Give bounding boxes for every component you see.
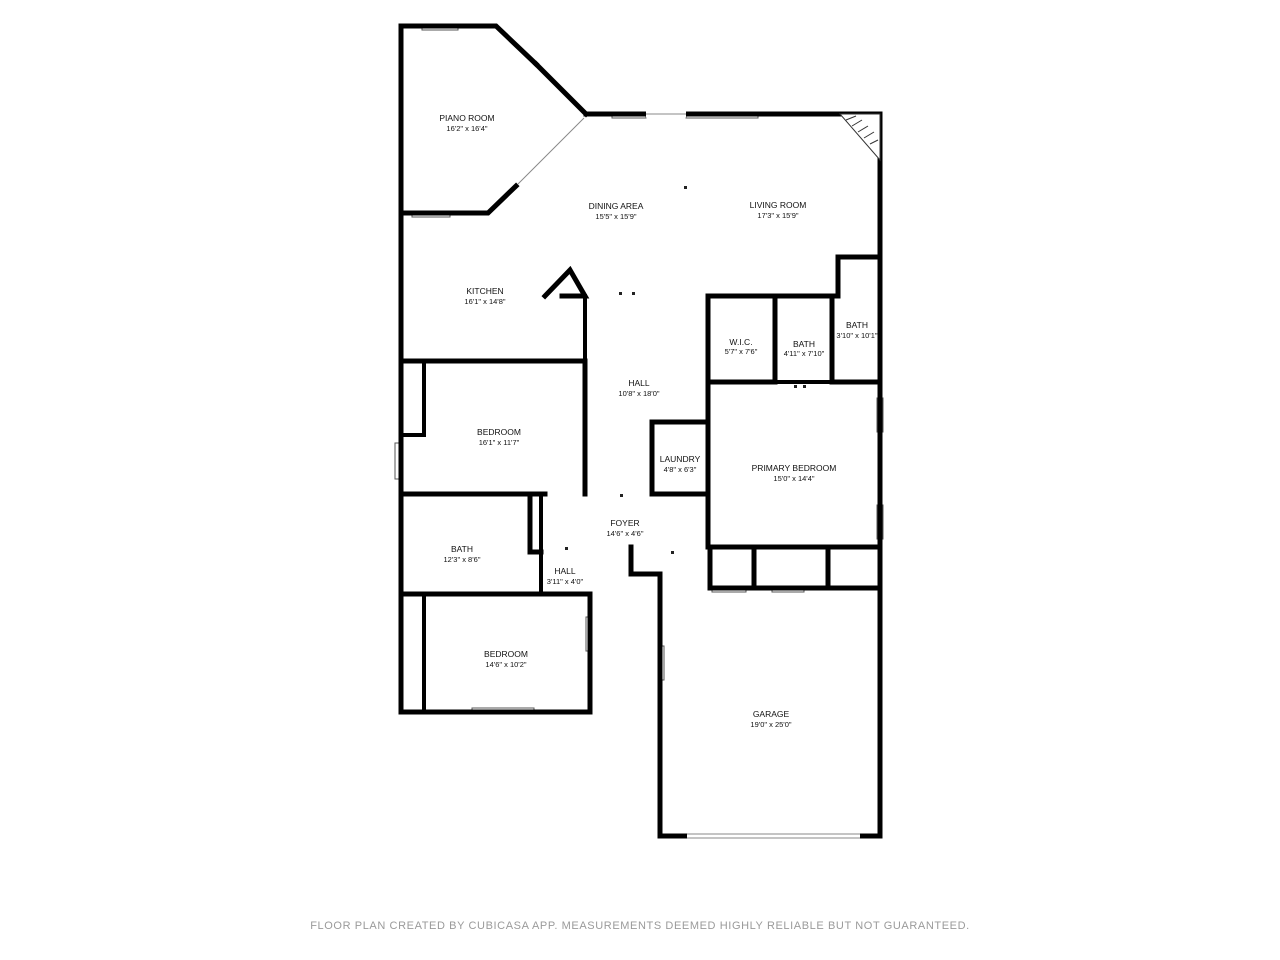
bedroom-1-name: BEDROOM	[477, 427, 521, 437]
dining-area-name: DINING AREA	[589, 201, 644, 211]
room-labels: PIANO ROOM 16'2" x 16'4" DINING AREA 15'…	[439, 113, 878, 729]
hall-bath-name: BATH	[451, 544, 473, 554]
openings	[515, 110, 860, 840]
main-hall-name: HALL	[628, 378, 650, 388]
fireplace-icon	[838, 113, 881, 162]
piano-room-dims: 16'2" x 16'4"	[446, 124, 487, 133]
hall-bath-dims: 12'3" x 8'6"	[444, 555, 481, 564]
walls	[398, 23, 883, 839]
primary-bath-dims: 4'11" x 7'10"	[784, 349, 825, 358]
small-bath-name: BATH	[846, 320, 868, 330]
laundry-dims: 4'8" x 6'3"	[664, 465, 697, 474]
piano-room-name: PIANO ROOM	[439, 113, 494, 123]
small-bath-dims: 3'10" x 10'1"	[836, 331, 877, 340]
small-hall-dims: 3'11" x 4'0"	[547, 577, 584, 586]
small-hall-name: HALL	[554, 566, 576, 576]
garage-name: GARAGE	[753, 709, 790, 719]
wic-dims: 5'7" x 7'6"	[725, 347, 758, 356]
garage-dims: 19'0" x 25'0"	[750, 720, 791, 729]
main-hall-dims: 10'8" x 18'0"	[618, 389, 659, 398]
primary-bedroom-dims: 15'0" x 14'4"	[773, 474, 814, 483]
foyer-dims: 14'6" x 4'6"	[607, 529, 644, 538]
primary-bath-name: BATH	[793, 339, 815, 349]
dining-area-dims: 15'5" x 15'9"	[595, 212, 636, 221]
primary-bedroom-name: PRIMARY BEDROOM	[752, 463, 837, 473]
bedroom-2-dims: 14'6" x 10'2"	[485, 660, 526, 669]
kitchen-name: KITCHEN	[466, 286, 503, 296]
foyer-name: FOYER	[610, 518, 639, 528]
disclaimer-footer: FLOOR PLAN CREATED BY CUBICASA APP. MEAS…	[310, 920, 970, 932]
living-room-dims: 17'3" x 15'9"	[757, 211, 798, 220]
living-room-name: LIVING ROOM	[750, 200, 807, 210]
kitchen-dims: 16'1" x 14'8"	[464, 297, 505, 306]
bedroom-1-dims: 16'1" x 11'7"	[479, 438, 520, 447]
bedroom-2-name: BEDROOM	[484, 649, 528, 659]
markers	[565, 186, 806, 554]
laundry-name: LAUNDRY	[660, 454, 701, 464]
wic-name: W.I.C.	[729, 337, 752, 347]
